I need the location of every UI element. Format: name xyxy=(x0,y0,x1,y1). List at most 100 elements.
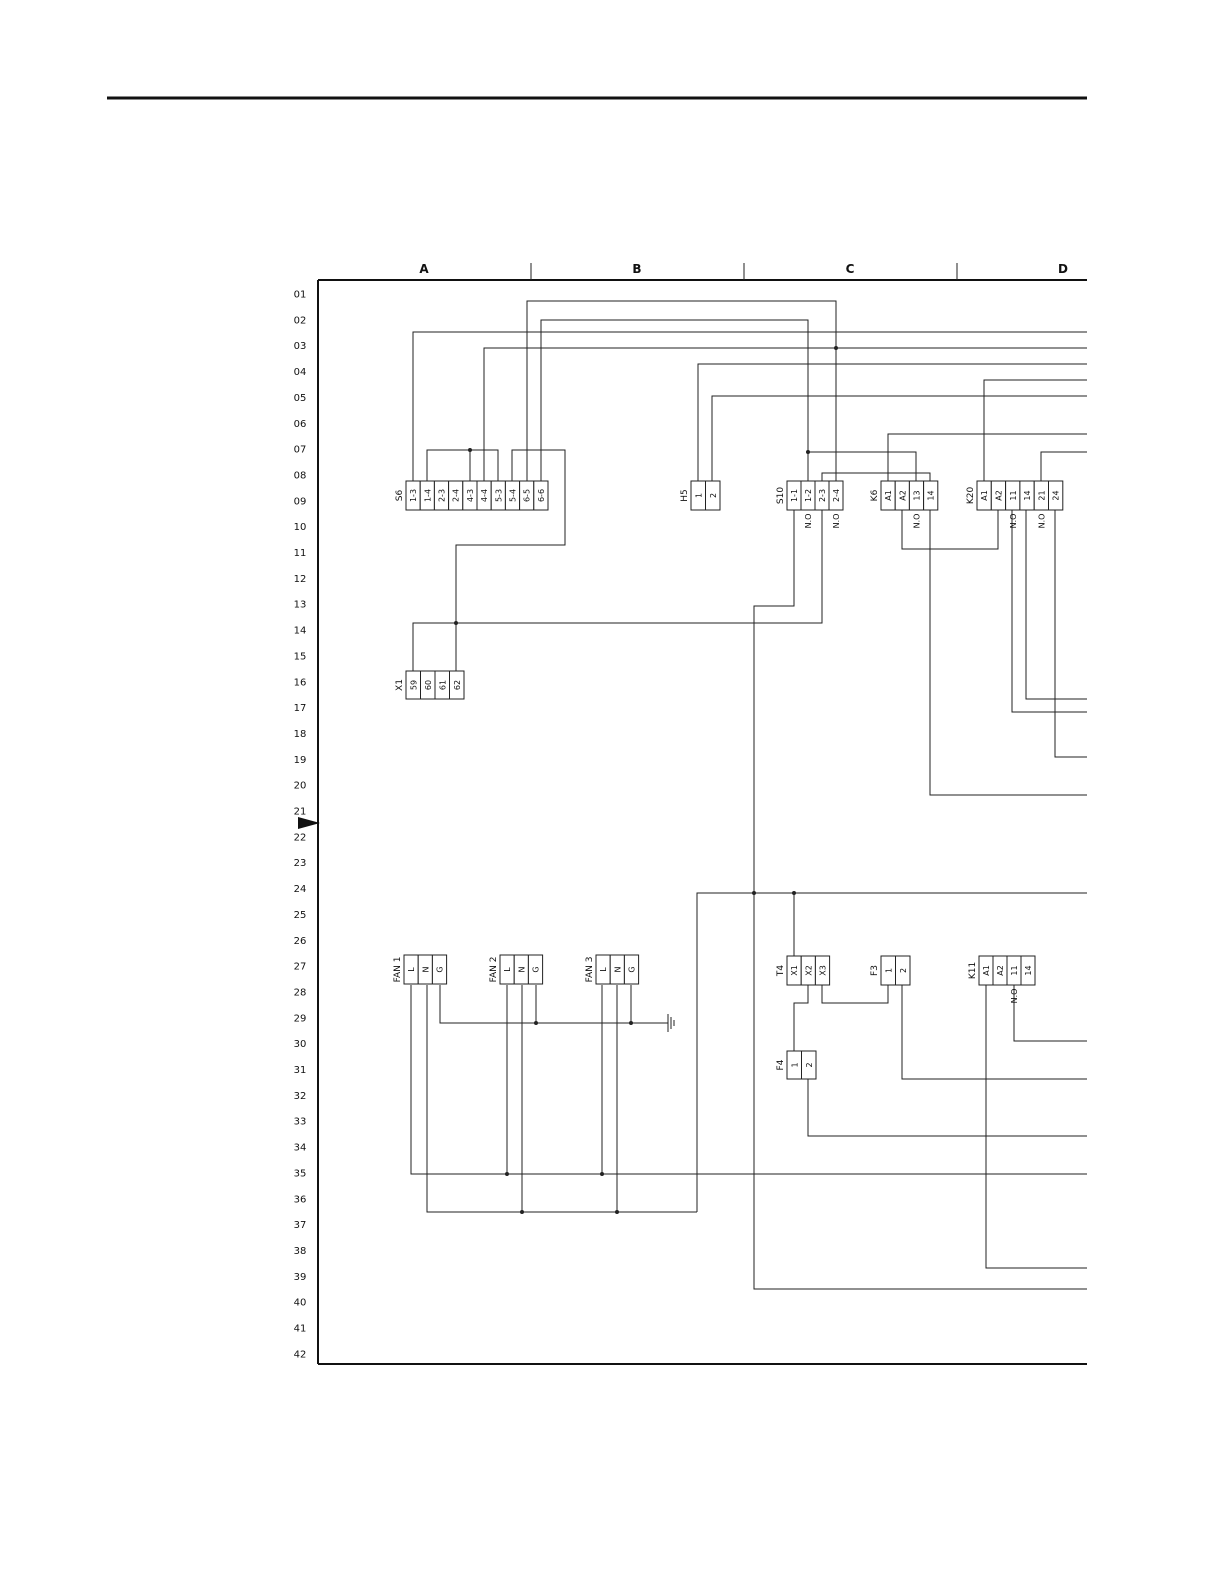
pin-label: 62 xyxy=(453,680,462,690)
row-label: 03 xyxy=(294,341,307,352)
pin-label: A2 xyxy=(994,490,1003,501)
pin-label: A1 xyxy=(980,490,989,501)
pin-label: 5-3 xyxy=(494,489,503,502)
device-label: FAN 1 xyxy=(393,957,403,983)
pin-label: 1-4 xyxy=(423,489,432,502)
contact-note: N.O xyxy=(1010,989,1019,1004)
pin-label: 2 xyxy=(899,968,908,973)
pin-label: N xyxy=(421,966,430,972)
wires xyxy=(410,300,1087,1290)
device-label: S6 xyxy=(395,490,405,502)
pin-label: N xyxy=(517,966,526,972)
pin-label: 2 xyxy=(709,493,718,498)
row-label: 13 xyxy=(294,600,307,611)
pin-label: 14 xyxy=(1023,490,1032,500)
device-label: FAN 2 xyxy=(489,957,499,983)
pin-label: 1 xyxy=(884,968,893,973)
row-label: 37 xyxy=(294,1220,307,1231)
pin-label: 1-3 xyxy=(409,489,418,502)
row-label: 05 xyxy=(294,393,307,404)
row-label: 40 xyxy=(294,1298,307,1309)
row-label: 17 xyxy=(294,703,307,714)
diagram-frame xyxy=(317,263,1087,1365)
device-f3[interactable]: 1 2 F3 xyxy=(870,955,911,986)
pin-label: 2-4 xyxy=(452,489,461,502)
row-labels: 0102030405060708091011121314151617181920… xyxy=(294,290,307,1361)
contact-note: N.O xyxy=(1037,514,1046,529)
row-label: 25 xyxy=(294,910,307,921)
device-label: F4 xyxy=(776,1059,786,1070)
row-label: 30 xyxy=(294,1039,307,1050)
row-label: 29 xyxy=(294,1013,307,1024)
row-label: 07 xyxy=(294,445,307,456)
arrow-marker xyxy=(298,817,320,829)
row-label: 39 xyxy=(294,1272,307,1283)
row-label: 06 xyxy=(294,419,307,430)
pin-label: L xyxy=(407,967,416,972)
row-label: 27 xyxy=(294,962,307,973)
pin-label: 2-3 xyxy=(818,489,827,502)
pin-label: N xyxy=(613,966,622,972)
row-label: 08 xyxy=(294,470,307,481)
row-label: 16 xyxy=(294,677,307,688)
pin-label: 59 xyxy=(409,680,418,690)
row-label: 09 xyxy=(294,496,307,507)
device-label: S10 xyxy=(776,487,786,504)
device-label: K20 xyxy=(966,487,976,505)
pin-label: 61 xyxy=(438,680,447,690)
pin-label: 14 xyxy=(927,490,936,500)
row-label: 10 xyxy=(294,522,307,533)
column-labels: A B C D xyxy=(419,262,1068,276)
contact-note: N.O xyxy=(804,514,813,529)
row-label: 34 xyxy=(294,1143,307,1154)
pin-label: 6-6 xyxy=(537,489,546,502)
device-label: FAN 3 xyxy=(585,957,595,983)
row-label: 14 xyxy=(294,626,307,637)
row-label: 04 xyxy=(294,367,307,378)
device-label: F3 xyxy=(870,965,880,976)
pin-label: G xyxy=(628,966,637,972)
row-label: 01 xyxy=(294,290,307,301)
pin-label: 13 xyxy=(913,490,922,500)
device-label: K11 xyxy=(968,962,978,979)
column-label: D xyxy=(1058,262,1068,276)
pin-label: X3 xyxy=(819,965,828,976)
row-label: 21 xyxy=(294,807,307,818)
pin-label: 2-3 xyxy=(438,489,447,502)
row-label: 19 xyxy=(294,755,307,766)
pin-label: 21 xyxy=(1037,490,1046,500)
contact-note: N.O xyxy=(1009,514,1018,529)
ground-icon xyxy=(667,1014,675,1032)
pin-label: L xyxy=(599,967,608,972)
row-label: 12 xyxy=(294,574,307,585)
pin-label: L xyxy=(503,967,512,972)
device-label: X1 xyxy=(395,679,405,691)
pin-label: 5-4 xyxy=(509,489,518,502)
row-label: 31 xyxy=(294,1065,307,1076)
pin-label: 4-3 xyxy=(466,489,475,502)
pin-label: 1 xyxy=(790,1062,799,1067)
contact-note: N.O xyxy=(832,514,841,529)
pin-label: 60 xyxy=(424,680,433,690)
pin-label: 1 xyxy=(694,493,703,498)
device-h5[interactable]: 1 2 H5 xyxy=(680,480,721,511)
pin-label: 2-4 xyxy=(832,489,841,502)
row-label: 33 xyxy=(294,1117,307,1128)
row-label: 11 xyxy=(294,548,307,559)
contact-note: N.O xyxy=(913,514,922,529)
row-label: 23 xyxy=(294,858,307,869)
device-label: H5 xyxy=(680,489,690,502)
device-x1[interactable]: 59 60 61 62 X1 xyxy=(395,670,465,700)
pin-label: 1-2 xyxy=(804,489,813,502)
device-label: T4 xyxy=(776,965,786,977)
